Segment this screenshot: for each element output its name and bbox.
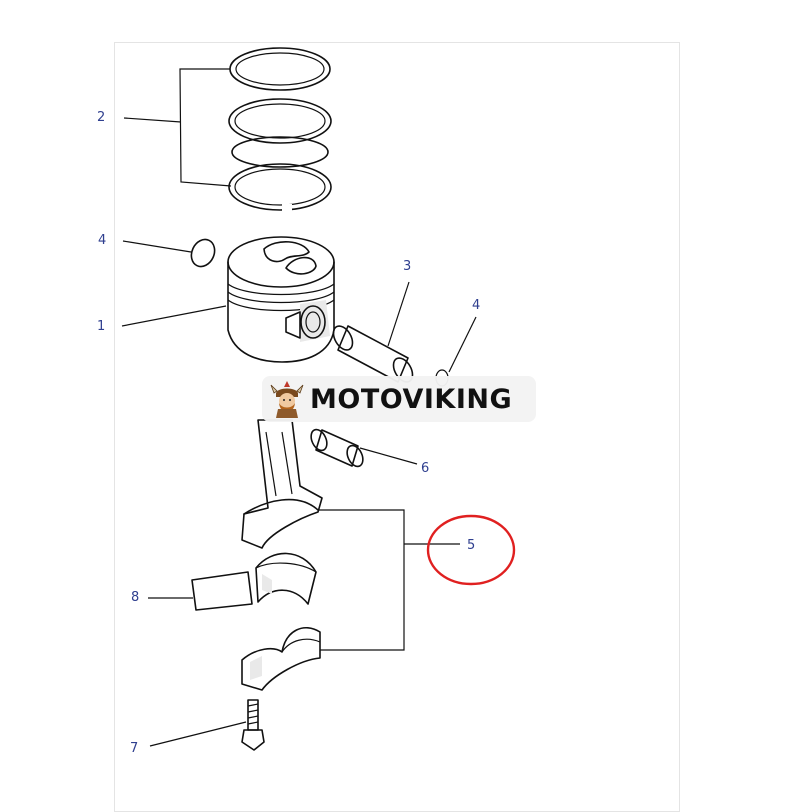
callout-4-right: 4	[472, 298, 480, 313]
bushing	[310, 428, 418, 468]
callout-6: 6	[421, 461, 429, 476]
viking-warrior-icon	[270, 381, 304, 418]
callout-7: 7	[130, 741, 138, 756]
piston	[121, 236, 335, 363]
highlight-circle	[426, 514, 516, 586]
callout-2: 2	[97, 110, 105, 125]
callout-8: 8	[131, 590, 139, 605]
callout-3: 3	[403, 259, 411, 274]
connecting-rod	[241, 419, 323, 549]
piston-pin	[332, 281, 414, 383]
ring-set-bracket	[123, 68, 232, 187]
brand-watermark: MOTOVIKING	[262, 376, 536, 422]
bolt	[149, 699, 265, 751]
assembly-bracket	[318, 509, 460, 651]
snap-ring-left	[122, 238, 216, 268]
callout-1: 1	[97, 319, 105, 334]
brand-name: MOTOVIKING	[310, 383, 513, 415]
piston-ring-set	[228, 47, 332, 212]
callout-5: 5	[467, 538, 475, 553]
callout-4-left: 4	[98, 233, 106, 248]
bearing-upper	[255, 552, 317, 605]
bearing-leader	[148, 571, 253, 611]
rod-cap	[241, 627, 321, 691]
